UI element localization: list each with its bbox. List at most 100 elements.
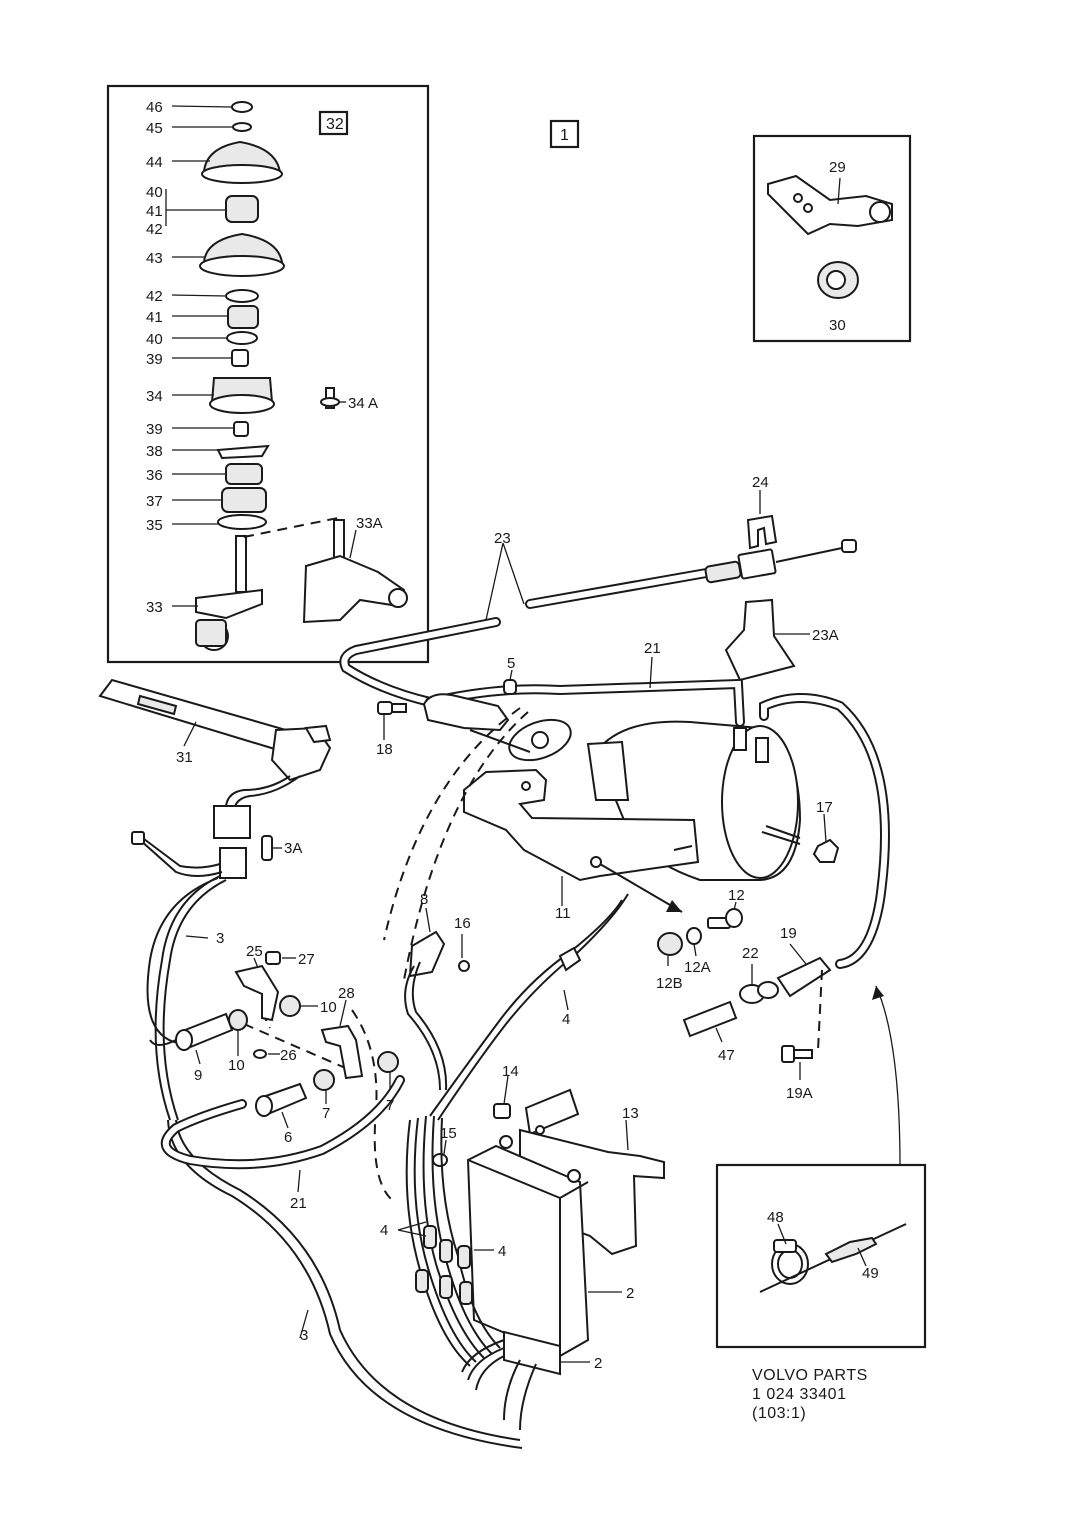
connector-19 [776,943,832,1051]
screw-18 [377,701,407,740]
fuse-3A [261,835,282,861]
main-labels: 24 23 23A 21 5 18 31 3A 17 11 12 12A 12B… [176,474,839,1372]
sensor-8 [404,907,448,1091]
label-36: 36 [146,467,163,484]
label-4-left: 4 [380,1222,388,1239]
label-12B: 12B [656,975,683,992]
wiring-harness-3 [131,831,523,1449]
label-11: 11 [555,905,571,922]
label-12A: 12A [684,959,711,976]
label-2-unit: 2 [626,1285,634,1302]
label-18: 18 [376,741,393,758]
screw-34A [320,387,340,409]
label-34: 34 [146,388,163,405]
label-45: 45 [146,120,163,137]
label-5: 5 [507,655,515,672]
screw-14 [493,1075,511,1119]
pin-5 [503,669,517,695]
label-1: 1 [560,127,569,144]
servo-bracket-11 [463,768,700,913]
label-32: 32 [326,116,344,133]
label-21-lower: 21 [290,1195,307,1212]
label-3-upper: 3 [216,930,224,947]
label-27: 27 [298,951,315,968]
caption-line-2: 1 024 33401 [752,1386,846,1403]
switch-6 [255,1082,308,1129]
screw-12 [707,901,743,929]
spring-26 [253,1049,280,1059]
screw-19A [781,1045,813,1080]
clip-24 [746,490,778,550]
label-19A: 19A [786,1085,813,1102]
servo-wire-4 [429,893,629,1121]
label-13: 13 [622,1105,639,1122]
caption-line-1: VOLVO PARTS [752,1367,868,1384]
label-37: 37 [146,493,163,510]
label-34A: 34 A [348,395,378,412]
label-38: 38 [146,443,163,460]
connector-2 [461,1330,590,1431]
label-42-lower: 42 [146,288,163,305]
switch-stack [195,101,285,651]
label-29: 29 [829,159,846,176]
label-17: 17 [816,799,833,816]
inset-box-48-49: 48 49 [715,1163,927,1349]
label-8: 8 [420,891,428,908]
label-35: 35 [146,517,163,534]
throttle-cable-23 [339,539,857,707]
label-40-lower: 40 [146,331,163,348]
label-12: 12 [728,887,745,904]
parts-caption: VOLVO PARTS 1 024 33401 (103:1) [752,1367,868,1422]
wire-bundle-4 [397,1115,501,1367]
switch-9 [149,1012,234,1065]
label-3-lower: 3 [300,1327,308,1344]
label-44: 44 [146,154,163,171]
label-41-lower: 41 [146,309,163,326]
caption-line-3: (103:1) [752,1405,806,1422]
control-switch-31 [98,678,332,839]
label-19: 19 [780,925,797,942]
label-47: 47 [718,1047,735,1064]
switch-bracket-33A [302,519,408,624]
label-26: 26 [280,1047,297,1064]
label-33: 33 [146,599,163,616]
washer-12A [686,927,702,957]
inset-32-leaders [165,105,357,607]
label-40-upper: 40 [146,184,163,201]
bracket-25 [234,957,280,1022]
label-16: 16 [454,915,471,932]
label-6: 6 [284,1129,292,1146]
inset-box-29-30: 29 30 [752,134,912,343]
nut-7 [313,1051,399,1104]
hose-47 [682,1000,738,1043]
label-39-lower: 39 [146,421,163,438]
control-unit-2 [466,1135,622,1358]
inset-box-32: 32 [106,84,430,664]
label-10-right: 10 [320,999,337,1016]
label-46: 46 [146,99,163,116]
label-23A: 23A [812,627,839,644]
label-43: 43 [146,250,163,267]
label-4-upper: 4 [562,1011,570,1028]
label-14: 14 [502,1063,519,1080]
nut-27 [265,951,296,965]
vacuum-hose-21-lower [160,1075,405,1193]
label-42-upper: 42 [146,221,163,238]
label-7-right: 7 [386,1097,394,1114]
label-9: 9 [194,1067,202,1084]
label-25: 25 [246,943,263,960]
label-24: 24 [752,474,769,491]
screw-16 [458,934,470,972]
washer-10 [228,995,318,1056]
label-7-left: 7 [322,1105,330,1122]
bracket-28 [320,999,364,1080]
label-2-connector: 2 [594,1355,602,1372]
bracket-23A [724,598,810,682]
label-3A: 3A [284,840,302,857]
label-23: 23 [494,530,511,547]
label-31: 31 [176,749,193,766]
label-21-upper: 21 [644,640,661,657]
label-33A: 33A [356,515,383,532]
label-10-left: 10 [228,1057,245,1074]
screw-15 [432,1139,448,1167]
